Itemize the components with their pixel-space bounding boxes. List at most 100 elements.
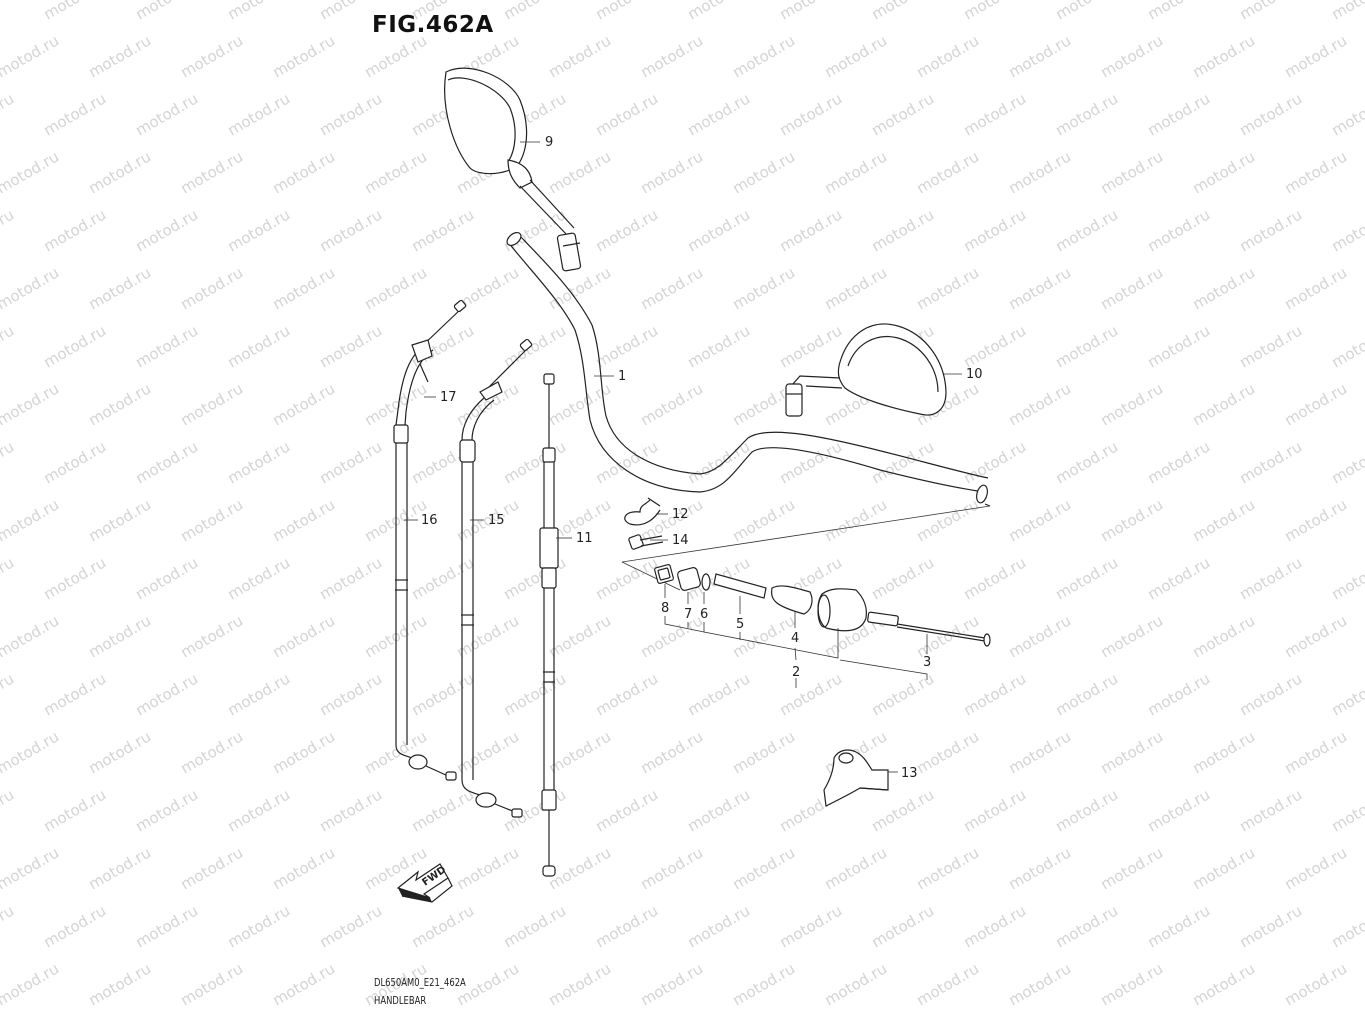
- watermark-text: motod.ru: [593, 901, 662, 951]
- watermark-text: motod.ru: [0, 379, 62, 429]
- watermark-text: motod.ru: [1053, 0, 1122, 23]
- balancer-washer[interactable]: [701, 573, 711, 591]
- watermark-text: motod.ru: [1190, 379, 1259, 429]
- watermark-text: motod.ru: [41, 553, 110, 603]
- watermark-text: motod.ru: [1329, 553, 1365, 603]
- watermark-text: motod.ru: [546, 263, 615, 313]
- watermark-text: motod.ru: [1282, 147, 1351, 197]
- watermark-text: motod.ru: [0, 727, 62, 777]
- watermark-text: motod.ru: [546, 611, 615, 661]
- watermark-text: motod.ru: [777, 205, 846, 255]
- watermark-text: motod.ru: [1006, 611, 1075, 661]
- watermark-text: motod.ru: [638, 31, 707, 81]
- callout-16: 16: [421, 513, 438, 528]
- watermark-text: motod.ru: [409, 553, 478, 603]
- watermark-text: motod.ru: [1006, 495, 1075, 545]
- watermark-text: motod.ru: [961, 553, 1030, 603]
- watermark-text: motod.ru: [1053, 553, 1122, 603]
- watermark-text: motod.ru: [317, 89, 386, 139]
- watermark-text: motod.ru: [1190, 147, 1259, 197]
- watermark-text: motod.ru: [730, 727, 799, 777]
- watermark-text: motod.ru: [0, 31, 62, 81]
- watermark-text: motod.ru: [546, 959, 615, 1009]
- watermark-text: motod.ru: [133, 785, 202, 835]
- clutch-cable[interactable]: [539, 373, 559, 877]
- watermark-text: motod.ru: [869, 205, 938, 255]
- watermark-text: motod.ru: [133, 437, 202, 487]
- balancer-weight-inner[interactable]: [771, 585, 813, 615]
- watermark-text: motod.ru: [178, 495, 247, 545]
- handlebar-holder[interactable]: [823, 749, 889, 807]
- watermark-text: motod.ru: [1098, 147, 1167, 197]
- watermark-text: motod.ru: [593, 669, 662, 719]
- watermark-text: motod.ru: [270, 147, 339, 197]
- balancer-rod[interactable]: [713, 573, 767, 599]
- watermark-text: motod.ru: [133, 89, 202, 139]
- watermark-text: motod.ru: [1282, 263, 1351, 313]
- watermark-text: motod.ru: [1329, 437, 1365, 487]
- watermark-text: motod.ru: [1145, 205, 1214, 255]
- watermark-text: motod.ru: [1190, 959, 1259, 1009]
- watermark-text: motod.ru: [225, 437, 294, 487]
- watermark-text: motod.ru: [1237, 437, 1306, 487]
- watermark-text: motod.ru: [1053, 785, 1122, 835]
- watermark-text: motod.ru: [86, 727, 155, 777]
- balancer-cushion[interactable]: [677, 567, 701, 591]
- watermark-text: motod.ru: [914, 727, 983, 777]
- watermark-text: motod.ru: [178, 959, 247, 1009]
- watermark-text: motod.ru: [914, 843, 983, 893]
- watermark-text: motod.ru: [270, 611, 339, 661]
- mirror-left[interactable]: [785, 323, 947, 417]
- callout-13: 13: [901, 766, 918, 781]
- callout-leaders: [404, 141, 962, 773]
- callout-10: 10: [966, 367, 983, 382]
- watermark-text: motod.ru: [1098, 727, 1167, 777]
- watermark-text: motod.ru: [86, 843, 155, 893]
- watermark-text: motod.ru: [822, 263, 891, 313]
- watermark-text: motod.ru: [0, 495, 62, 545]
- watermark-text: motod.ru: [869, 785, 938, 835]
- mirror-right[interactable]: [444, 67, 582, 272]
- watermark-text: motod.ru: [730, 495, 799, 545]
- watermark-text: motod.ru: [362, 31, 431, 81]
- figure-title: FIG.462A: [372, 12, 494, 38]
- watermark-text: motod.ru: [1098, 379, 1167, 429]
- watermark-text: motod.ru: [178, 263, 247, 313]
- watermark-text: motod.ru: [178, 31, 247, 81]
- watermark-text: motod.ru: [1053, 669, 1122, 719]
- balancer-assembly[interactable]: [817, 588, 867, 632]
- watermark-text: motod.ru: [685, 89, 754, 139]
- balancer-bolt[interactable]: [867, 611, 991, 647]
- handlebar[interactable]: [505, 230, 991, 507]
- watermark-text: motod.ru: [0, 147, 62, 197]
- watermark-text: motod.ru: [454, 611, 523, 661]
- watermark-text: motod.ru: [1145, 669, 1214, 719]
- watermark-text: motod.ru: [1237, 321, 1306, 371]
- watermark-text: motod.ru: [225, 553, 294, 603]
- balancer-nut[interactable]: [654, 564, 674, 584]
- throttle-cable-return[interactable]: [459, 338, 533, 818]
- watermark-text: motod.ru: [409, 669, 478, 719]
- watermark-text: motod.ru: [546, 147, 615, 197]
- watermark-text: motod.ru: [638, 843, 707, 893]
- throttle-cable-pull[interactable]: [393, 299, 467, 781]
- watermark-text: motod.ru: [409, 785, 478, 835]
- watermark-text: motod.ru: [317, 785, 386, 835]
- watermark-text: motod.ru: [1053, 89, 1122, 139]
- watermark-text: motod.ru: [0, 843, 62, 893]
- watermark-text: motod.ru: [1282, 611, 1351, 661]
- watermark-text: motod.ru: [1282, 495, 1351, 545]
- watermark-text: motod.ru: [133, 205, 202, 255]
- watermark-text: motod.ru: [822, 495, 891, 545]
- watermark-text: motod.ru: [133, 901, 202, 951]
- watermark-text: motod.ru: [1053, 437, 1122, 487]
- cable-clamp[interactable]: [624, 497, 661, 526]
- watermark-text: motod.ru: [1098, 959, 1167, 1009]
- watermark-text: motod.ru: [1237, 553, 1306, 603]
- callout-1: 1: [618, 369, 626, 384]
- watermark-text: motod.ru: [0, 553, 17, 603]
- watermark-text: motod.ru: [86, 495, 155, 545]
- watermark-text: motod.ru: [1329, 901, 1365, 951]
- clamp-bolt[interactable]: [628, 534, 664, 550]
